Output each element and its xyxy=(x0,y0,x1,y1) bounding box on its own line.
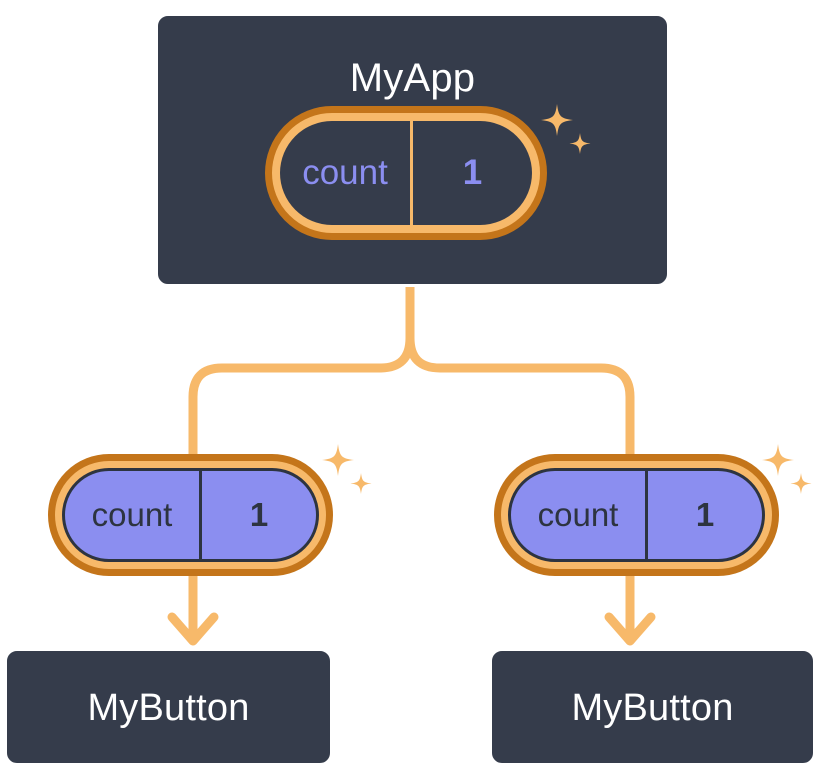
arrow-right-head xyxy=(604,612,656,646)
pill-outer-ring: count 1 xyxy=(48,454,333,576)
pill-body: count 1 xyxy=(62,468,319,562)
node-mybutton-left[interactable]: MyButton xyxy=(4,648,333,766)
arrow-left-head xyxy=(167,612,219,646)
pill-inner-ring: count 1 xyxy=(501,461,772,569)
pill-inner-ring: count 1 xyxy=(55,461,326,569)
connector-tree-path xyxy=(188,282,415,475)
pill-outer-ring: count 1 xyxy=(494,454,779,576)
state-pill-left[interactable]: count 1 xyxy=(48,454,333,576)
pill-body: count 1 xyxy=(280,121,532,225)
state-value-left: 1 xyxy=(199,471,316,559)
pill-inner-ring: count 1 xyxy=(272,113,540,233)
state-pill-myapp[interactable]: count 1 xyxy=(265,106,547,240)
state-key-right: count xyxy=(537,496,619,533)
connector-tree-path-right xyxy=(405,282,635,475)
node-mybutton-left-label: MyButton xyxy=(87,687,250,729)
state-value-right: 1 xyxy=(645,471,762,559)
node-mybutton-right[interactable]: MyButton xyxy=(489,648,816,766)
pill-body: count 1 xyxy=(508,468,765,562)
pill-outer-ring: count 1 xyxy=(265,106,547,240)
state-value-myapp: 1 xyxy=(410,121,532,225)
state-key-myapp: count xyxy=(302,153,388,192)
node-myapp-label: MyApp xyxy=(349,56,476,100)
state-pill-right[interactable]: count 1 xyxy=(494,454,779,576)
state-key-left: count xyxy=(91,496,173,533)
node-mybutton-right-label: MyButton xyxy=(571,687,734,729)
